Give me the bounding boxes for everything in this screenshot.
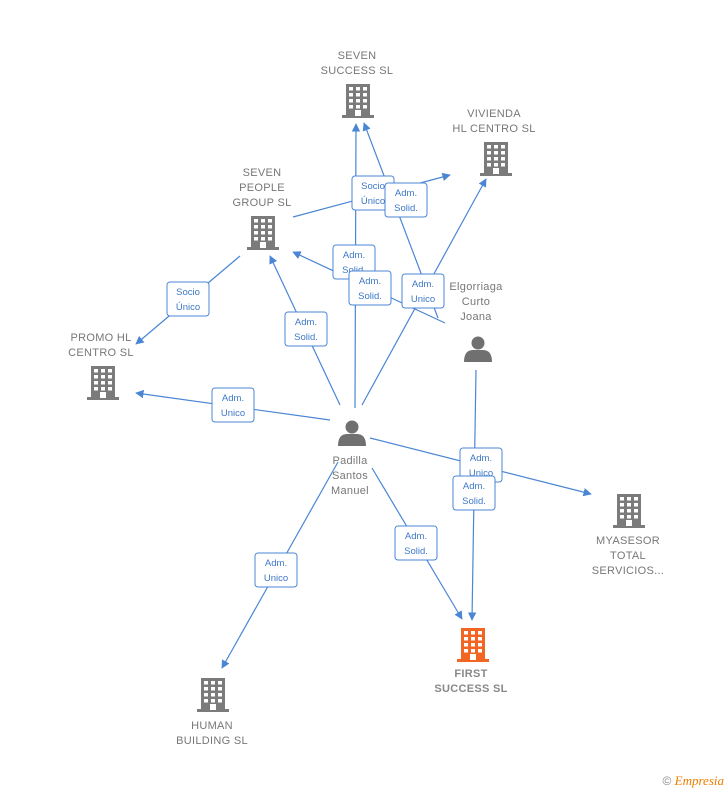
person-icon xyxy=(338,420,366,446)
node-myasesor[interactable]: MYASESOR TOTAL SERVICIOS... xyxy=(592,494,664,577)
person-icon xyxy=(464,336,492,362)
edge-label-elgorriaga-to-first-success[interactable]: Adm. Solid. xyxy=(452,475,496,511)
node-label: SERVICIOS... xyxy=(592,565,664,577)
node-label: MYASESOR xyxy=(596,535,660,547)
edge-label-box xyxy=(166,281,210,317)
edge-label-box xyxy=(348,270,392,306)
building-icon xyxy=(197,678,229,712)
building-icon xyxy=(457,628,489,662)
node-label: PROMO HL xyxy=(70,332,131,344)
edge-label-padilla-to-vivienda-hl[interactable]: Adm. Unico xyxy=(401,273,445,309)
edge-label-padilla-to-seven-people[interactable]: Adm. Solid. xyxy=(284,311,328,347)
node-label: Santos xyxy=(332,470,368,482)
node-label: BUILDING SL xyxy=(176,735,248,747)
edge-label-text: Único xyxy=(176,302,200,313)
edge-label-text: Adm. xyxy=(470,453,492,464)
node-seven-people[interactable]: SEVEN PEOPLE GROUP SL xyxy=(232,167,291,250)
edge-label-elgorriaga-to-seven-success[interactable]: Adm. Solid. xyxy=(384,182,428,218)
edge-label-text: Solid. xyxy=(394,203,418,214)
edge-label-padilla-to-promo-hl[interactable]: Adm. Unico xyxy=(211,387,255,423)
node-label: FIRST xyxy=(454,668,487,680)
node-label: Curto xyxy=(462,296,490,308)
brand-logo[interactable]: Empresia xyxy=(674,773,724,788)
edge-label-padilla-to-myasesor[interactable]: Adm. Unico xyxy=(459,447,503,483)
building-icon xyxy=(87,366,119,400)
copyright-symbol: © xyxy=(662,774,672,788)
node-label: HUMAN xyxy=(191,720,233,732)
node-label: Elgorriaga xyxy=(449,281,503,293)
node-human-building[interactable]: HUMAN BUILDING SL xyxy=(176,678,248,747)
node-label: SUCCESS SL xyxy=(434,683,507,695)
node-label: Joana xyxy=(460,311,492,323)
edge-label-box xyxy=(254,552,298,588)
footer: © Empresia xyxy=(662,773,724,789)
node-label: SEVEN xyxy=(338,50,377,62)
node-label: Padilla xyxy=(332,455,368,467)
node-vivienda-hl[interactable]: VIVIENDA HL CENTRO SL xyxy=(452,108,535,176)
edge-label-text: Adm. xyxy=(265,558,287,569)
node-first-success[interactable]: FIRST SUCCESS SL xyxy=(434,628,507,695)
edge-label-box xyxy=(452,475,496,511)
building-icon xyxy=(247,216,279,250)
edge-label-text: Solid. xyxy=(404,546,428,557)
edge-label-text: Adm. xyxy=(405,531,427,542)
edge-label-text: Unico xyxy=(221,408,245,419)
node-promo-hl[interactable]: PROMO HL CENTRO SL xyxy=(68,332,134,400)
node-label: SUCCESS SL xyxy=(321,65,394,77)
edge-label-text: Adm. xyxy=(395,188,417,199)
edge-label-box xyxy=(211,387,255,423)
edge-label-box xyxy=(384,182,428,218)
edge-label-text: Adm. xyxy=(359,276,381,287)
node-label: HL CENTRO SL xyxy=(452,123,535,135)
building-icon xyxy=(480,142,512,176)
building-icon xyxy=(342,84,374,118)
node-label: PEOPLE xyxy=(239,182,285,194)
edge-label-text: Solid. xyxy=(462,496,486,507)
edge-label-text: Adm. xyxy=(412,279,434,290)
node-label: Manuel xyxy=(331,485,369,497)
edge-label-text: Adm. xyxy=(222,393,244,404)
node-label: SEVEN xyxy=(243,167,282,179)
node-label: TOTAL xyxy=(610,550,646,562)
edge-label-box xyxy=(394,525,438,561)
edge-label-text: Unico xyxy=(411,294,435,305)
nodes-layer: SEVEN SUCCESS SL VIVIENDA HL CENTRO SL SEVEN… xyxy=(68,50,664,747)
edge-label-box xyxy=(401,273,445,309)
node-label: VIVIENDA xyxy=(467,108,521,120)
node-label: CENTRO SL xyxy=(68,347,134,359)
edge-label-elgorriaga-to-seven-people[interactable]: Adm. Solid. xyxy=(348,270,392,306)
building-icon xyxy=(613,494,645,528)
edge-label-text: Unico xyxy=(469,468,493,479)
edge-labels-layer: SocioÚnicoAdm.Solid.Adm.Solid.Adm.Solid.… xyxy=(166,175,503,588)
node-label: GROUP SL xyxy=(232,197,291,209)
node-seven-success[interactable]: SEVEN SUCCESS SL xyxy=(321,50,394,118)
edge-label-text: Socio xyxy=(176,287,200,298)
edge-label-text: Único xyxy=(361,196,385,207)
edge-label-box xyxy=(284,311,328,347)
edge-label-text: Adm. xyxy=(343,250,365,261)
edge-label-text: Solid. xyxy=(294,332,318,343)
edge-label-text: Unico xyxy=(264,573,288,584)
edge-label-text: Solid. xyxy=(358,291,382,302)
edge-label-padilla-to-first-success[interactable]: Adm. Solid. xyxy=(394,525,438,561)
edge-label-padilla-to-human-building[interactable]: Adm. Unico xyxy=(254,552,298,588)
edge-label-text: Adm. xyxy=(295,317,317,328)
edge-label-text: Adm. xyxy=(463,481,485,492)
edge-label-text: Socio xyxy=(361,181,385,192)
